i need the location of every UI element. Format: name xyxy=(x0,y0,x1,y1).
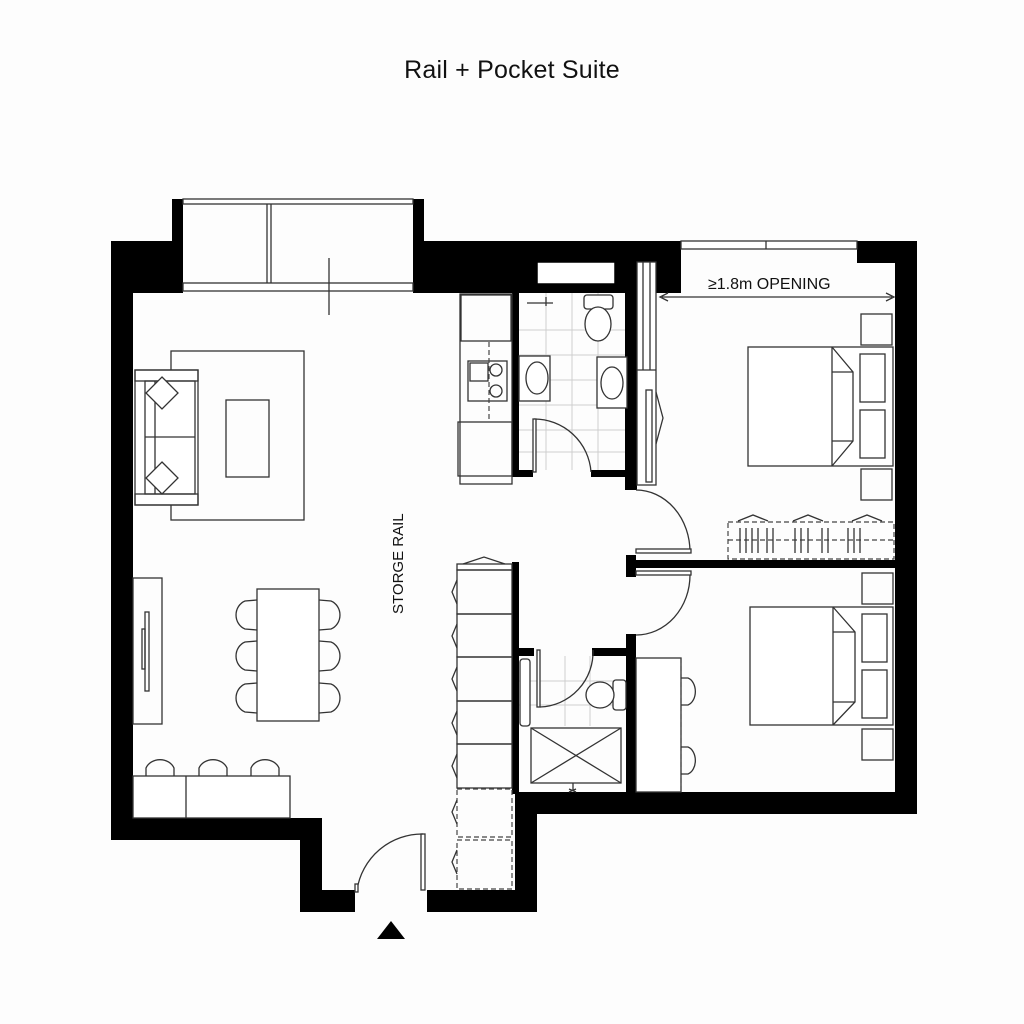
towel-rail xyxy=(527,297,553,306)
pillow xyxy=(861,669,888,719)
high-window xyxy=(536,261,616,285)
door-swing xyxy=(539,649,594,708)
storage-rail-label: STORGE RAIL xyxy=(390,513,407,614)
bed xyxy=(749,606,894,726)
nightstand xyxy=(860,468,893,501)
toilet-tank xyxy=(612,679,627,711)
dining-table xyxy=(256,588,320,722)
cushion xyxy=(145,376,179,410)
bedroom-2 xyxy=(635,572,894,793)
nightstand xyxy=(860,313,893,346)
nightstand xyxy=(861,572,894,605)
entrance-arrow-icon xyxy=(377,921,405,939)
cushion xyxy=(145,461,179,495)
toilet-bowl xyxy=(585,681,615,709)
tv-console xyxy=(132,577,163,725)
kitchenette xyxy=(457,293,513,485)
bathroom-1 xyxy=(518,293,628,473)
walls xyxy=(111,199,917,912)
pocket-door xyxy=(636,261,664,486)
shelf xyxy=(519,658,531,727)
door-swing xyxy=(533,418,592,473)
desk-chair xyxy=(198,759,228,776)
door-swing xyxy=(635,489,691,553)
desk-chair xyxy=(145,759,175,776)
storage-cabinets xyxy=(451,556,513,890)
plan-title: Rail + Pocket Suite xyxy=(404,56,620,84)
bedroom-1: ≥1.8m OPENING xyxy=(635,276,896,560)
pillow xyxy=(859,409,886,459)
toilet-bowl xyxy=(584,306,612,342)
sink-basin xyxy=(600,366,624,400)
nightstand xyxy=(861,728,894,761)
dining-chairs xyxy=(235,599,341,714)
shower xyxy=(530,727,622,784)
pillow xyxy=(861,613,888,663)
counter xyxy=(457,421,513,477)
desk xyxy=(635,657,682,793)
bathroom-2 xyxy=(519,649,627,793)
desk-chair xyxy=(250,759,280,776)
living-room xyxy=(132,350,341,819)
fridge xyxy=(460,294,512,342)
bed xyxy=(747,346,894,467)
desk-chair xyxy=(681,746,696,775)
opening-label: ≥1.8m OPENING xyxy=(708,276,831,293)
balcony-window xyxy=(182,198,414,315)
coffee-table xyxy=(225,399,270,478)
bedroom-window xyxy=(680,240,858,250)
desk xyxy=(132,775,291,819)
wardrobe-rail xyxy=(727,514,895,560)
cooktop xyxy=(467,360,508,402)
sink-basin xyxy=(525,361,549,395)
desk-chair xyxy=(681,677,696,706)
entrance-door[interactable] xyxy=(354,833,426,893)
bedroom-2-door xyxy=(635,570,692,636)
pillow xyxy=(859,353,886,403)
